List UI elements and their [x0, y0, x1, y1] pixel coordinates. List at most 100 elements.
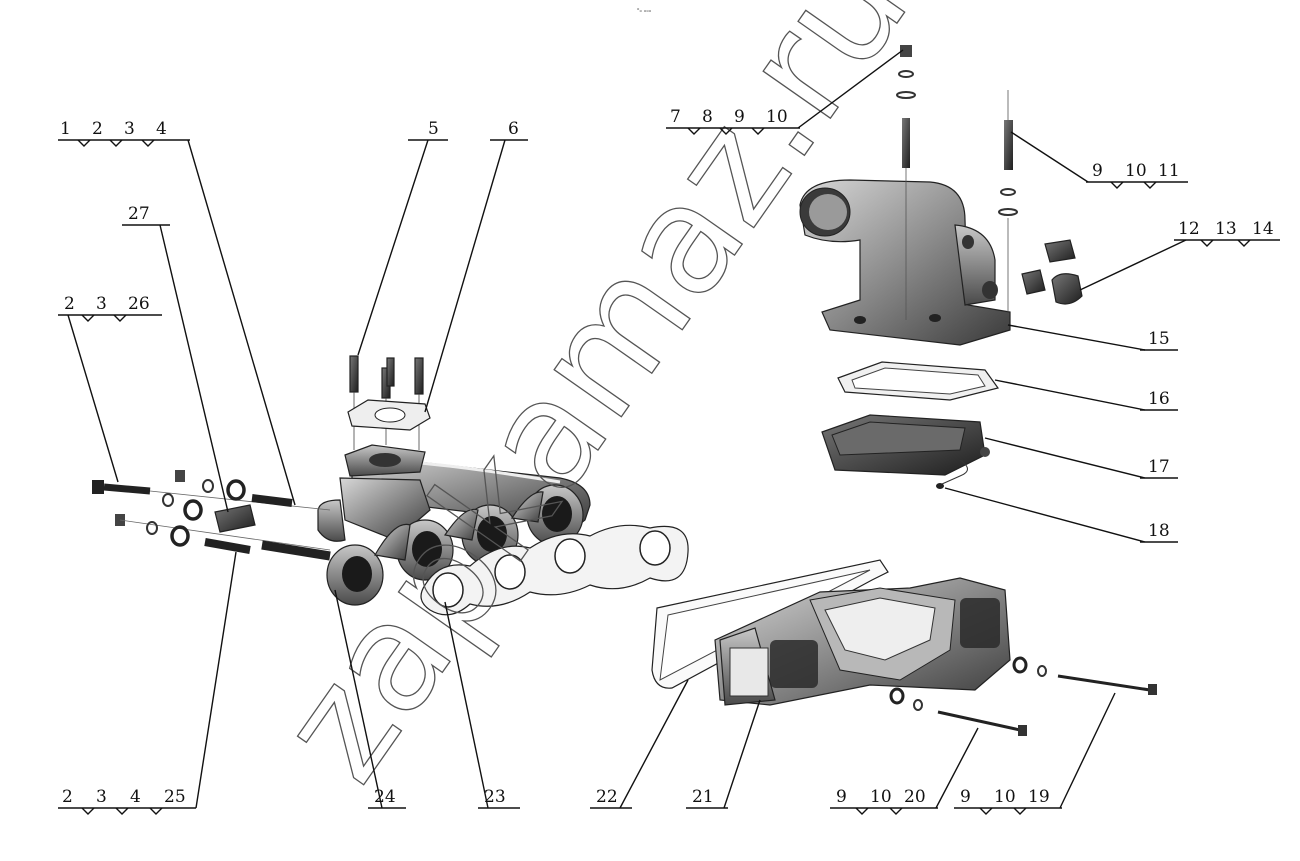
- part-number-label: 2: [92, 119, 103, 139]
- part-number-label: 23: [484, 787, 506, 807]
- leader-line: [984, 437, 1146, 479]
- part-number-label: 1: [60, 119, 71, 139]
- part-number-label: 9: [1092, 161, 1103, 181]
- part-number-label: 8: [702, 107, 713, 127]
- callout-tick: [889, 807, 903, 815]
- leader-line: [944, 487, 1146, 543]
- callout-17: 17: [984, 437, 1178, 479]
- callout-tick: [115, 807, 129, 815]
- callout-tick: [855, 807, 869, 815]
- part-number-label: 9: [960, 787, 971, 807]
- callout-22: 22: [590, 679, 689, 809]
- callout-tick: [979, 807, 993, 815]
- elbow-housing: [799, 179, 1011, 346]
- callout-tick: [1200, 239, 1214, 247]
- leader-line: [797, 49, 904, 129]
- part-number-label: 16: [1148, 389, 1170, 409]
- elbow-fasteners: [896, 45, 1018, 320]
- callout-tick: [1143, 181, 1157, 189]
- part-number-label: 2: [62, 787, 73, 807]
- callout-tick: [1013, 807, 1027, 815]
- callout-tick: [719, 127, 733, 135]
- part-number-label: 6: [508, 119, 519, 139]
- leader-line: [444, 601, 489, 809]
- leader-line: [424, 139, 506, 413]
- callout-5: 5: [357, 119, 448, 356]
- callout-27: 27: [122, 204, 229, 513]
- part-number-label: 14: [1252, 219, 1274, 239]
- callout-24: 24: [334, 589, 406, 809]
- callout-20: 9 10 20: [830, 727, 979, 815]
- part-number-label: 5: [428, 119, 439, 139]
- part-number-label: 22: [596, 787, 618, 807]
- callout-15: 15: [1007, 324, 1178, 351]
- part-number-label: 3: [96, 787, 107, 807]
- callout-25: 2 3 4 25: [58, 551, 237, 815]
- leader-line: [67, 314, 119, 483]
- intake-manifold: [714, 577, 1011, 706]
- callout-tick: [1237, 239, 1251, 247]
- callout-26: 2 3 26: [58, 294, 162, 483]
- callout-18: 18: [944, 487, 1178, 543]
- part-number-label: 11: [1158, 161, 1180, 181]
- leader-line: [1007, 324, 1146, 351]
- adapter-housing: [821, 414, 990, 489]
- leader-line: [357, 139, 429, 356]
- callout-tick: [81, 314, 95, 322]
- callout-23: 23: [444, 601, 520, 809]
- callout-21: 21: [686, 699, 761, 809]
- leader-line: [723, 699, 761, 809]
- part-number-label: 3: [124, 119, 135, 139]
- part-number-label: 27: [128, 204, 150, 224]
- manifold-gasket: [420, 524, 689, 616]
- callout-tick: [81, 807, 95, 815]
- part-number-label: 15: [1148, 329, 1170, 349]
- top-mark: ᵒₒ ₒₒₒ: [637, 7, 652, 14]
- part-number-label: 9: [836, 787, 847, 807]
- part-number-label: 7: [670, 107, 681, 127]
- left-bolts: [92, 470, 331, 561]
- callout-10: 7 8 9 10: [666, 49, 904, 135]
- part-number-label: 10: [766, 107, 788, 127]
- intake-bolts: [889, 656, 1157, 736]
- leader-line: [619, 679, 689, 809]
- part-number-label: 26: [128, 294, 150, 314]
- part-number-label: 20: [904, 787, 926, 807]
- leader-line: [994, 379, 1146, 411]
- part-number-label: 21: [692, 787, 714, 807]
- callout-6: 6: [424, 119, 528, 413]
- leader-line: [1059, 692, 1116, 809]
- callout-11: 9 10 11: [1010, 131, 1188, 189]
- part-number-label: 3: [96, 294, 107, 314]
- part-number-label: 19: [1028, 787, 1050, 807]
- callout-tick: [109, 139, 123, 147]
- callout-tick: [687, 127, 701, 135]
- part-number-label: 4: [130, 787, 141, 807]
- callout-tick: [77, 139, 91, 147]
- part-number-label: 10: [870, 787, 892, 807]
- part-number-label: 9: [734, 107, 745, 127]
- leader-line: [187, 139, 296, 506]
- callout-14: 12 13 14: [1079, 219, 1280, 291]
- part-number-label: 2: [64, 294, 75, 314]
- part-number-label: 12: [1178, 219, 1200, 239]
- callout-tick: [149, 807, 163, 815]
- callout-tick: [113, 314, 127, 322]
- callout-tick: [1110, 181, 1124, 189]
- part-number-label: 25: [164, 787, 186, 807]
- part-number-label: 17: [1148, 457, 1170, 477]
- part-number-label: 13: [1215, 219, 1237, 239]
- part-number-label: 4: [156, 119, 167, 139]
- leader-line: [935, 727, 979, 809]
- part-number-label: 10: [1125, 161, 1147, 181]
- part-number-label: 24: [374, 787, 396, 807]
- leader-line: [195, 551, 237, 809]
- leader-line: [334, 589, 383, 809]
- leader-line: [159, 224, 229, 513]
- callout-tick: [141, 139, 155, 147]
- leader-line: [1079, 239, 1187, 291]
- callout-16: 16: [994, 379, 1178, 411]
